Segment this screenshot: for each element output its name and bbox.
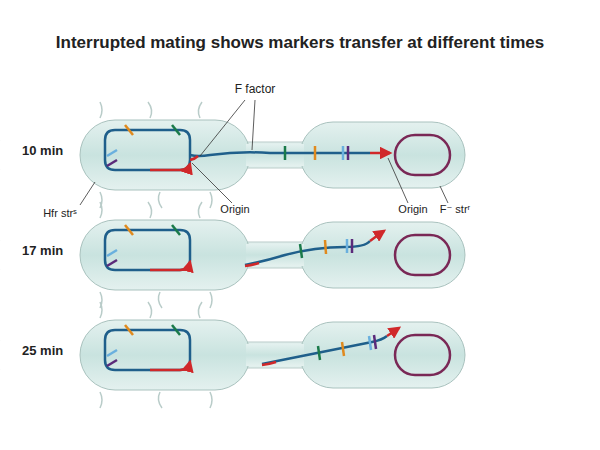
part-label: Origin <box>398 203 427 215</box>
time-label: 10 min <box>22 143 63 158</box>
strain-label: Hfr strˢ <box>43 207 77 219</box>
title: Interrupted mating shows markers transfe… <box>0 33 600 53</box>
part-label: Origin <box>220 203 249 215</box>
strain-label: F⁻ strʳ <box>440 203 470 216</box>
time-label: 25 min <box>22 343 63 358</box>
part-label: F factor <box>235 82 276 96</box>
time-label: 17 min <box>22 243 63 258</box>
